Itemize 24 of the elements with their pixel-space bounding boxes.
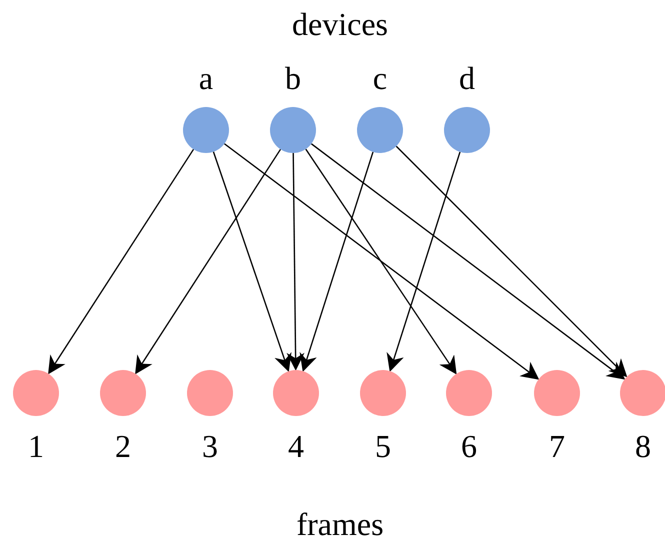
arrow [305, 148, 457, 375]
node-label: a [198, 60, 214, 96]
arrow [300, 152, 374, 372]
node-label: 8 [634, 428, 652, 464]
arrow [396, 146, 628, 378]
axis-title: devices [291, 6, 389, 42]
node-label: 2 [114, 428, 132, 464]
node-label: 7 [548, 428, 566, 464]
arrow [286, 153, 305, 371]
node-label: 6 [460, 428, 478, 464]
node-label: 4 [287, 428, 305, 464]
arrow [48, 148, 194, 374]
node-label: c [372, 60, 388, 96]
node-label: d [458, 60, 476, 96]
arrow [212, 152, 292, 372]
axis-title: frames [295, 506, 385, 542]
arrow [224, 143, 540, 380]
node-label: 1 [27, 428, 45, 464]
arrow [135, 148, 282, 374]
node-label: 3 [201, 428, 219, 464]
node-label: 5 [374, 428, 392, 464]
node-label: b [284, 60, 302, 96]
arrow [386, 152, 461, 372]
arrow [311, 143, 626, 380]
